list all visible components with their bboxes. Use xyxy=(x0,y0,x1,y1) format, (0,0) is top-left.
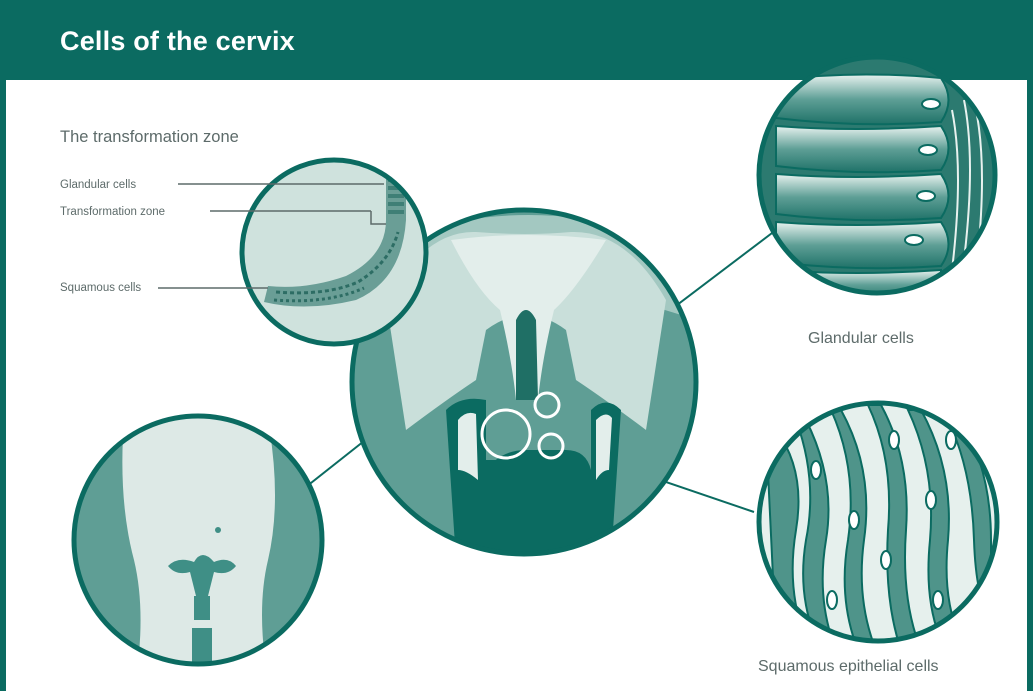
transformation-zone-inset xyxy=(242,160,426,344)
tz-label-squamous: Squamous cells xyxy=(60,282,141,294)
tz-label-transformation: Transformation zone xyxy=(60,206,165,218)
squamous-cells-inset xyxy=(759,403,997,650)
tz-label-glandular: Glandular cells xyxy=(60,179,136,191)
glandular-cells-inset xyxy=(756,55,996,300)
body-location-inset xyxy=(66,416,336,680)
caption-squamous-epithelial: Squamous epithelial cells xyxy=(758,658,939,675)
tz-heading: The transformation zone xyxy=(60,128,239,146)
cervix-diagram: The transformation zone Glandular cells … xyxy=(6,0,1027,691)
caption-glandular: Glandular cells xyxy=(808,330,914,347)
